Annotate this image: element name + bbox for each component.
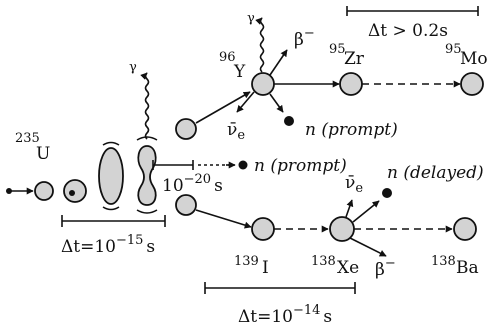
i139-mass-label: 139 [234,254,259,269]
mo95-nucleus [461,73,483,95]
gamma-scission-label: γ [129,60,137,75]
scission-gamma-ray [146,73,149,139]
dt-top-label: Δt > 0.2s [368,21,448,41]
i139-symbol-label: I [262,258,269,278]
fragment-lower [176,195,196,215]
prompt-neutron-mid [198,161,248,170]
prompt-neutron-top [270,94,294,126]
mo95-symbol-label: Mo [460,49,488,69]
arrow-to-i139 [196,210,251,227]
time-bracket-top [347,6,478,16]
antineutrino-top-label: ν̄e [227,120,245,143]
i139-nucleus [252,218,274,240]
time-bracket-bottom [205,282,355,294]
compound-nucleus [64,180,86,202]
ba138-mass-label: 138 [431,254,456,269]
fragment-upper [176,119,196,139]
ba138-symbol-label: Ba [456,258,479,278]
gamma-top-label: γ [247,11,255,26]
u235-symbol-label: U [36,144,50,164]
zr95-nucleus [340,73,362,95]
delayed-neutron-label: n (delayed) [387,163,484,183]
prompt-neutron-mid-label: n (prompt) [254,156,347,176]
antineutrino-bottom-label: ν̄e [345,173,363,196]
incoming-neutron [6,188,33,194]
time-bracket-mid [153,160,193,170]
y96-symbol-label: Y [233,62,246,82]
time-bracket-left [62,215,165,227]
y96-beta-arrow [270,50,287,75]
xe138-symbol-label: Xe [337,258,359,278]
xe138-antineutrino-arrow [346,200,352,217]
u235-nucleus [35,182,53,200]
zr95-symbol-label: Zr [344,49,365,69]
beta-bottom-label: β− [375,256,396,280]
xe138-beta-arrow [350,238,386,256]
beta-top-label: β− [294,26,315,50]
prompt-neutron-top-label: n (prompt) [305,120,398,140]
xe138-mass-label: 138 [311,254,336,269]
scission-nucleus [137,137,157,213]
deformed-nucleus [99,143,123,210]
ba138-nucleus [454,218,476,240]
y96-gamma-ray [261,18,264,72]
y96-nucleus [252,73,274,95]
arrow-to-y96 [196,92,250,123]
